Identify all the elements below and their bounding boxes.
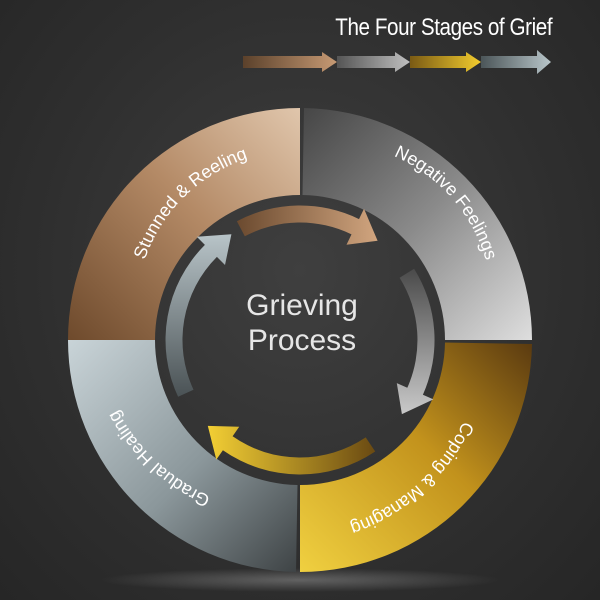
legend-arrow-2 [337,52,410,72]
stage-segment-gradual-healing [68,340,298,572]
stage-segment-coping-managing [300,342,532,572]
cycle-arrow-silver [165,234,232,397]
legend-arrow-3 [410,52,481,72]
center-title-line-2: Process [248,324,356,357]
diagram-title: The Four Stages of Grief [335,14,552,41]
center-title-line-1: Grieving [246,289,358,322]
legend-arrow-4 [481,50,551,74]
cycle-arrow-gold [207,425,376,475]
cycle-arrow-gray [396,268,435,415]
cycle-arrow-bronze [236,205,378,245]
inner-cycle-arrows [165,205,435,475]
stage-segment-negative-feelings [302,108,532,340]
stage-segment-stunned-reeling [68,108,300,340]
outer-ring [68,108,532,572]
legend-arrow-1 [243,52,337,72]
stage-legend-arrows [243,50,551,74]
floor-reflection [100,568,500,592]
